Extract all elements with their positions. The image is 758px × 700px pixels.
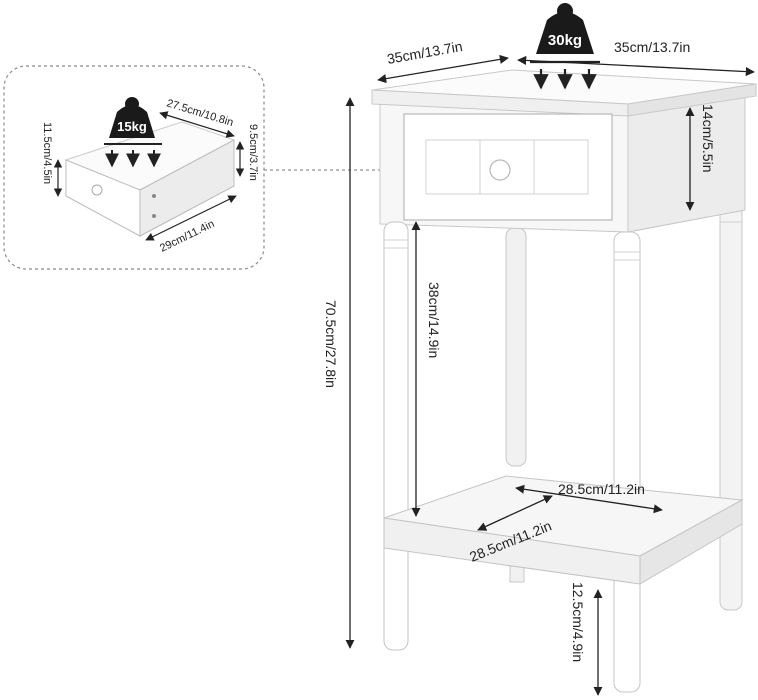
weight-icon: 15kg [104, 97, 162, 168]
drawer-front-height-label: 14cm/5.5in [700, 104, 716, 172]
top-width-label: 35cm/13.7in [386, 38, 464, 67]
drawer-inner-height-label: 9.5cm/3.7in [247, 124, 259, 181]
shelf-width-label: 28.5cm/11.2in [558, 481, 645, 497]
front-right-leg [613, 231, 641, 693]
total-height-label: 70.5cm/27.8in [323, 300, 339, 388]
drawer-knob [91, 184, 103, 196]
back-right-leg [719, 205, 743, 611]
drawer-knob [489, 159, 511, 181]
back-left-leg [505, 227, 527, 467]
front-left-leg [383, 221, 409, 651]
top-depth-label: 35cm/13.7in [614, 39, 690, 55]
drawer-height-label: 11.5cm/4.5in [41, 122, 53, 184]
weight-icon: 30kg [530, 3, 600, 90]
drawer-load-label: 15kg [117, 119, 147, 134]
nightstand-illustration [371, 69, 757, 693]
leg-clearance-label: 38cm/14.9in [426, 282, 442, 358]
table-load-label: 30kg [548, 32, 582, 49]
shelf-height-label: 12.5cm/4.9in [570, 582, 586, 662]
drawer-inset: 15kg 27.5cm/10.8in 29cm/11.4in 11.5cm/4.… [3, 65, 410, 270]
